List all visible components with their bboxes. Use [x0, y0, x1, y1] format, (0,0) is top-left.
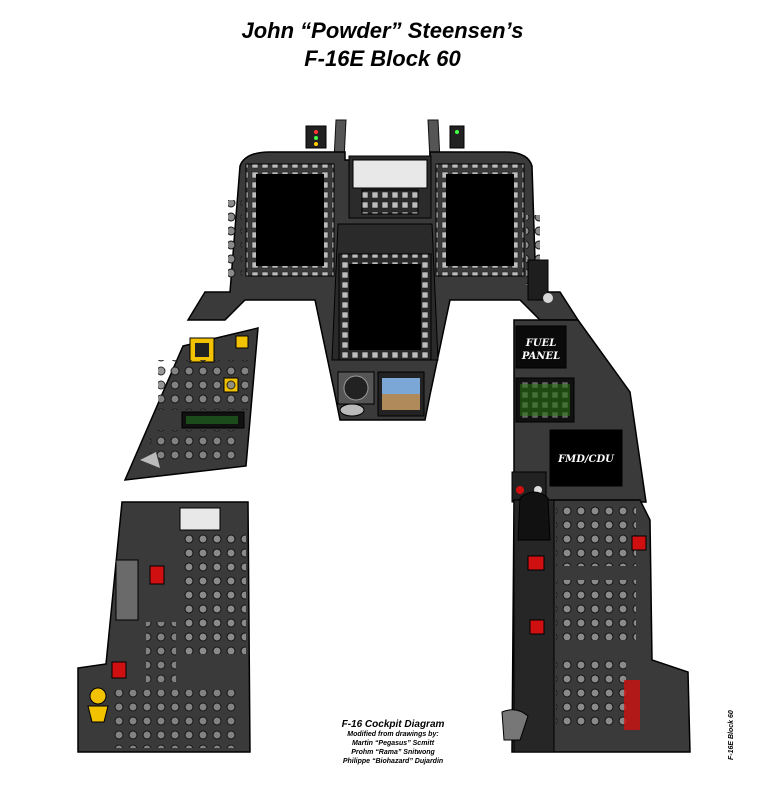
- fuel-panel-label-1: FUEL: [525, 338, 556, 349]
- left-mfd-screen: [256, 174, 324, 266]
- credits-line-2: Martin “Pegasus” Scmitt: [351, 740, 435, 747]
- right-console-upper: FUEL PANEL FMD/CDU: [511, 319, 647, 503]
- credits-line-4: Philippe “Biohazard” Dujardin: [342, 758, 444, 765]
- fmd-cdu-label: FMD/CDU: [557, 454, 615, 465]
- red-switch-left: [149, 565, 165, 585]
- title-line-1: John “Powder” Steensen’s: [241, 18, 524, 43]
- credits-title: F-16 Cockpit Diagram: [341, 719, 445, 730]
- fuel-panel-plate: [515, 325, 567, 369]
- main-instrument-panel: [186, 151, 580, 421]
- credits-line-3: Prohm “Rama” Snitwong: [351, 749, 435, 756]
- side-label: F-16E Block 60: [728, 710, 735, 760]
- center-mfd-screen: [349, 264, 421, 350]
- fuel-panel-label-2: PANEL: [521, 351, 560, 362]
- hud-frame: [305, 119, 465, 161]
- title-line-2: F-16E Block 60: [304, 46, 461, 71]
- credits-line-1: Modified from drawings by:: [347, 731, 439, 738]
- right-console-lower: [501, 491, 691, 753]
- left-console-lower: [77, 501, 251, 753]
- fmd-cdu-screen: [549, 429, 623, 487]
- aoa-indexer-right: [449, 125, 465, 149]
- throttle-grip: [115, 559, 139, 621]
- ufc-display: [352, 159, 428, 189]
- audio-panel-display: [179, 507, 221, 531]
- left-console-upper: [123, 327, 259, 481]
- right-mfd-screen: [446, 174, 514, 266]
- credits-block: F-16 Cockpit Diagram Modified from drawi…: [318, 719, 468, 766]
